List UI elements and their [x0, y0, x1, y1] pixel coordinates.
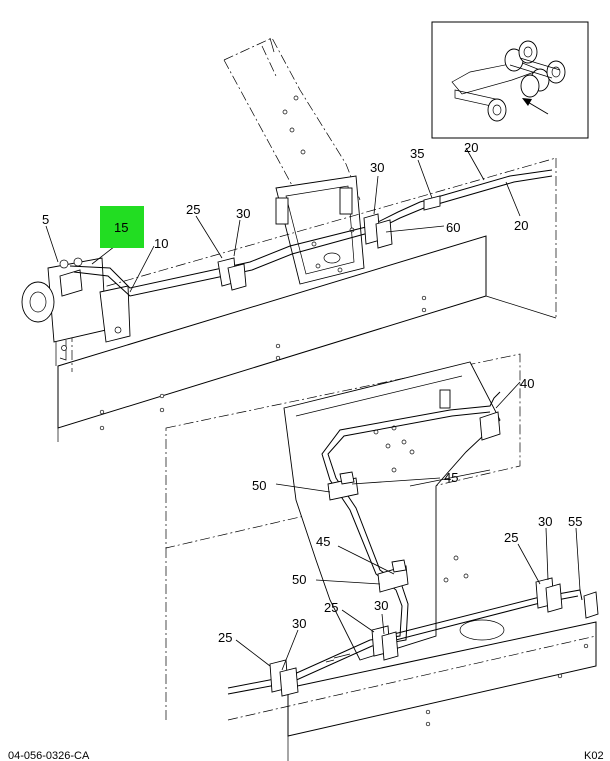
- callout-50[interactable]: 50: [292, 572, 306, 587]
- callout-25[interactable]: 25: [218, 630, 232, 645]
- callout-25[interactable]: 25: [324, 600, 338, 615]
- highlight-box: [100, 206, 144, 248]
- drawing-number: 04-056-0326-CA: [8, 750, 90, 761]
- callout-55[interactable]: 55: [568, 514, 582, 529]
- upper-crossmember: [223, 37, 361, 201]
- callout-20[interactable]: 20: [464, 140, 478, 155]
- location-arrow-icon: [522, 98, 549, 115]
- upper-clips: [217, 195, 441, 291]
- truck-chassis-icon: [451, 40, 566, 122]
- callout-25[interactable]: 25: [186, 202, 200, 217]
- lower-center-plate: [283, 361, 505, 661]
- upper-bracket: [275, 175, 365, 285]
- valve-assembly: [21, 257, 131, 366]
- leader-lines: [45, 147, 581, 671]
- callout-30[interactable]: 30: [538, 514, 552, 529]
- callout-45[interactable]: 45: [316, 534, 330, 549]
- callout-40[interactable]: 40: [520, 376, 534, 391]
- callout-35[interactable]: 35: [410, 146, 424, 161]
- callout-20[interactable]: 20: [514, 218, 528, 233]
- locator-inset: [431, 21, 589, 139]
- callout-5[interactable]: 5: [42, 212, 49, 227]
- lower-frame-rail: [227, 621, 597, 761]
- callout-60[interactable]: 60: [446, 220, 460, 235]
- sheet-code: K02: [584, 750, 604, 761]
- callout-labels: 5 15 10 25 30 30 35 20 20 60 40 50 45 45…: [42, 140, 582, 645]
- callout-30[interactable]: 30: [292, 616, 306, 631]
- callout-30[interactable]: 30: [374, 598, 388, 613]
- callout-45[interactable]: 45: [444, 470, 458, 485]
- lower-fittings: [269, 389, 599, 697]
- callout-30[interactable]: 30: [370, 160, 384, 175]
- callout-25[interactable]: 25: [504, 530, 518, 545]
- upper-brake-tubes: [69, 169, 553, 297]
- upper-frame-rail: [57, 157, 557, 442]
- callout-15[interactable]: 15: [114, 220, 128, 235]
- callout-30[interactable]: 30: [236, 206, 250, 221]
- callout-10[interactable]: 10: [154, 236, 168, 251]
- callout-50[interactable]: 50: [252, 478, 266, 493]
